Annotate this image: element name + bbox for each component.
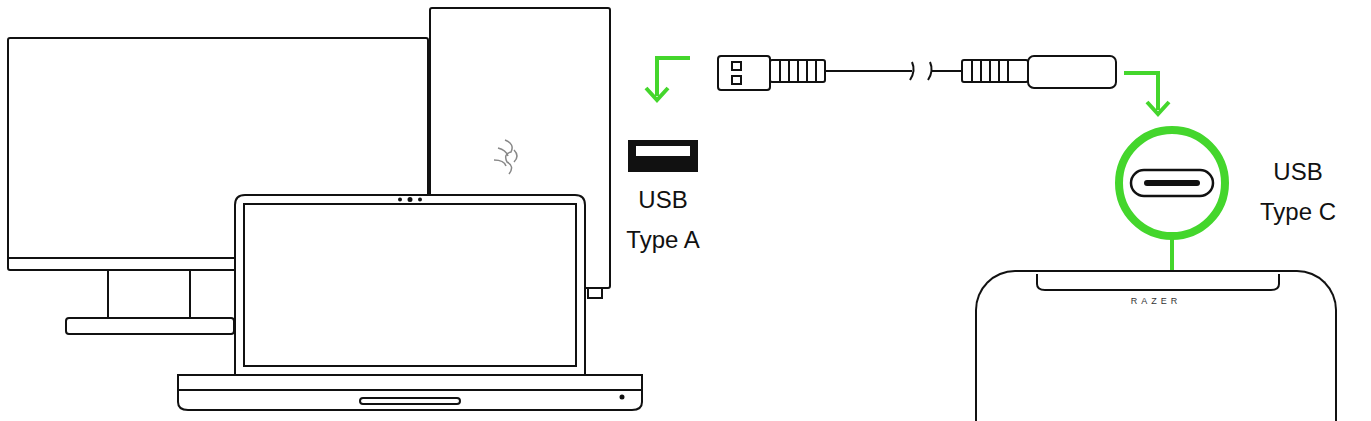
port-label: USB Type A (620, 180, 706, 260)
cable-rib (788, 60, 790, 82)
port-label: USB Type C (1255, 152, 1341, 232)
cable-rib (779, 60, 781, 82)
cable-rib (1007, 60, 1009, 82)
cable-rib (815, 60, 817, 82)
laptop-base (178, 375, 642, 410)
usb-cable (718, 56, 1116, 90)
cable-rib (971, 60, 973, 82)
cable-rib (980, 60, 982, 82)
cable-rib (998, 60, 1000, 82)
insert-arrow (646, 58, 1169, 114)
razer-logo (494, 140, 517, 174)
monitor-base (66, 318, 234, 334)
usb-a-port (628, 140, 698, 172)
laptop-screen (235, 195, 585, 375)
brand-text: RAZER (977, 272, 1335, 306)
cable-rib (797, 60, 799, 82)
usb-c-port (1119, 130, 1225, 272)
monitor-stand (108, 270, 190, 318)
cable-rib (989, 60, 991, 82)
cable-rib (806, 60, 808, 82)
device-body: RAZER (975, 270, 1337, 421)
